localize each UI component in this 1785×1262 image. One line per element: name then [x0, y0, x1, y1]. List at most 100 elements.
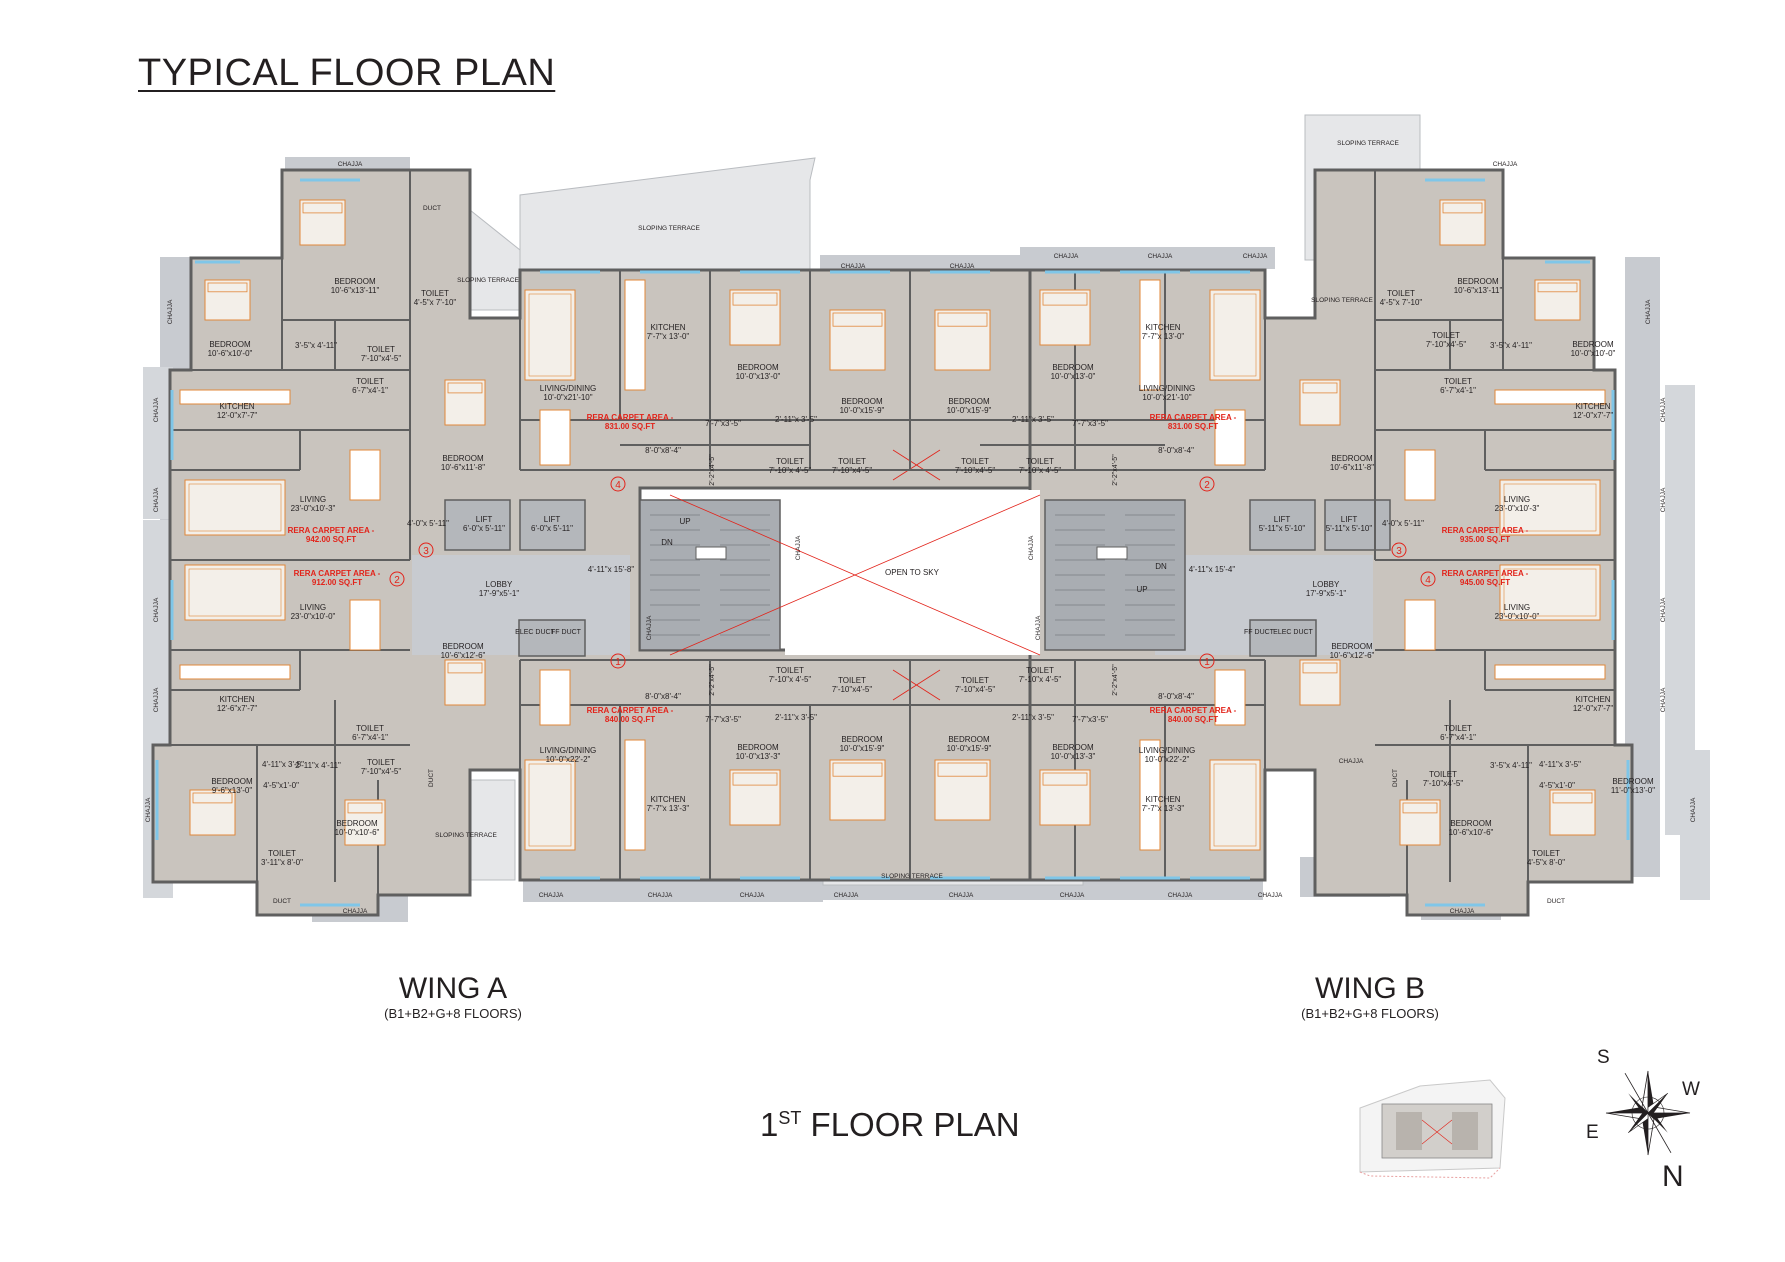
label-chajja-32: CHAJJA — [795, 535, 802, 560]
label-a-bed-3-name: BEDROOM — [442, 454, 484, 463]
label-a-lift2-name: LIFT — [544, 515, 561, 524]
rera-a4-label: RERA CARPET AREA - — [587, 413, 674, 422]
unit-a1-circle — [610, 653, 626, 669]
furniture-bed-b-bot — [1399, 799, 1441, 846]
label-a-bed-top-size: 10'-6"x13'-11" — [331, 286, 380, 295]
furniture-sofa-a-1-seat — [528, 763, 572, 847]
label-sloping-terrace-b-top: SLOPING TERRACE — [1337, 140, 1399, 147]
lift-b-1 — [1249, 499, 1316, 551]
unit-a2-number: 2 — [394, 575, 400, 586]
label-chajja-20: CHAJJA — [153, 487, 160, 512]
furniture-bed-b-1b — [934, 759, 991, 821]
label-a-toilet-4b-size: 7'-10"x4'-5" — [832, 466, 872, 475]
label-a-bed-2-size: 10'-6"x12'-6" — [441, 651, 486, 660]
rera-b2-label: RERA CARPET AREA - — [1150, 413, 1237, 422]
furniture-bed-b-4 — [1299, 659, 1341, 706]
label-a-toilet-bot-size: 3'-11"x 8'-0" — [261, 858, 303, 867]
chajja-left-upper — [143, 367, 173, 519]
label-a-bed-bot-size: 10'-0"x10'-6" — [335, 828, 380, 837]
floor-plan-label: 1ST FLOOR PLAN — [760, 1106, 1020, 1144]
lift-a-2 — [519, 499, 586, 551]
label-a-toilet-bl-size: 7'-10"x4'-5" — [361, 767, 401, 776]
rera-a1-label: RERA CARPET AREA - — [587, 706, 674, 715]
label-a-bed-1b-name: BEDROOM — [841, 735, 883, 744]
furniture-bed-a-4b-pillows — [832, 312, 883, 327]
furniture-bed-a-bl-pillows — [192, 792, 233, 804]
label-b-living-4-name: LIVING — [1504, 603, 1530, 612]
rera-b1-label: RERA CARPET AREA - — [1150, 706, 1237, 715]
label-chajja-13: CHAJJA — [1168, 892, 1193, 899]
unit-b1-number: 1 — [1204, 657, 1210, 668]
label-b-pass-br-size: 4'-11"x 3'-5" — [1539, 760, 1581, 769]
stair-a-well — [695, 546, 727, 560]
furniture-bed-b-2a-pillows — [1042, 292, 1088, 306]
label-b-toilet-2b-size: 7'-10"x4'-5" — [955, 466, 995, 475]
label-a-foyer-1-size: 8'-0"x8'-4" — [645, 692, 681, 701]
label-a-bed-4a-name: BEDROOM — [737, 363, 779, 372]
label-b-toilet-1a-name: TOILET — [1026, 666, 1054, 675]
label-chajja-2: CHAJJA — [950, 263, 975, 270]
label-a-pass-4b-size: 2'-11"x 3'-5" — [775, 415, 817, 424]
label-stair-b-dn: DN — [1155, 562, 1167, 571]
label-stair-b-up: UP — [1136, 585, 1147, 594]
label-duct-a-bot2: DUCT — [273, 898, 291, 905]
lift-a-1 — [444, 499, 511, 551]
label-b-pass-br3-size: 3'-5"x 4'-11" — [1490, 761, 1532, 770]
label-a-bed-4b-name: BEDROOM — [841, 397, 883, 406]
label-a-living-4-size: 10'-0"x21'-10" — [543, 393, 592, 402]
furniture-bed-a-2 — [444, 659, 486, 706]
label-b-toilet-br-name: TOILET — [1429, 770, 1457, 779]
furniture-bed-a-2-pillows — [447, 662, 483, 674]
label-b-toilet-br-size: 7'-10"x4'-5" — [1423, 779, 1463, 788]
label-lobby-a: LOBBY — [486, 580, 513, 589]
label-b-kitchen-1-size: 7'-7"x 13'-3" — [1142, 804, 1185, 813]
label-chajja-5: CHAJJA — [1243, 253, 1268, 260]
label-chajja-30: CHAJJA — [646, 615, 653, 640]
label-b-kitchen-2-size: 7'-7"x 13'-0" — [1142, 332, 1185, 341]
label-open-to-sky: OPEN TO SKY — [885, 568, 940, 577]
unit-a4-number: 4 — [615, 480, 621, 491]
rera-b3-label: RERA CARPET AREA - — [1442, 526, 1529, 535]
rera-a3-label: RERA CARPET AREA - — [288, 526, 375, 535]
label-b-kitchen-3-name: KITCHEN — [1575, 402, 1610, 411]
rera-b3-value: 935.00 SQ.FT — [1460, 535, 1510, 544]
label-a-bed-bot-name: BEDROOM — [336, 819, 378, 828]
label-b-bed-1a-name: BEDROOM — [1052, 743, 1094, 752]
label-b-bed-2a-name: BEDROOM — [1052, 363, 1094, 372]
floor-suffix: ST — [778, 1108, 802, 1128]
chajja-left-mid — [143, 520, 173, 750]
label-b-toilet-tr2-name: TOILET — [1444, 377, 1472, 386]
label-b-living-2-size: 10'-0"x21'-10" — [1142, 393, 1191, 402]
furniture-kitchen-b-4 — [1494, 664, 1606, 680]
label-chajja-1: CHAJJA — [841, 263, 866, 270]
label-b-pass-1b-size: 2'-11"x 3'-5" — [1012, 713, 1054, 722]
furniture-bed-a-1b — [829, 759, 886, 821]
label-a-living-2-size: 23'-0"x10'-0" — [291, 612, 336, 621]
unit-b3-number: 3 — [1396, 546, 1402, 557]
label-sloping-terrace-b-side: SLOPING TERRACE — [1311, 297, 1373, 304]
furniture-bed-b-tr — [1534, 279, 1581, 321]
label-a-toilet-tl2-name: TOILET — [356, 377, 384, 386]
furniture-bed-b-tr-pillows — [1537, 282, 1578, 293]
unit-a1-number: 1 — [615, 657, 621, 668]
label-b-bed-br-size: 11'-0"x13'-0" — [1611, 786, 1655, 795]
label-chajja-27: CHAJJA — [1660, 597, 1667, 622]
label-a-shaft-1: 2'-2"x4'-5" — [709, 664, 716, 696]
furniture-bed-a-bot — [344, 799, 386, 846]
label-b-kitchen-1-name: KITCHEN — [1145, 795, 1180, 804]
label-a-toilet-bot-name: TOILET — [268, 849, 296, 858]
furniture-sofa-b-4 — [1499, 564, 1601, 621]
label-a-toilet-4a-size: 7'-10"x 4'-5" — [769, 466, 812, 475]
label-sloping-terrace-center: SLOPING TERRACE — [881, 873, 943, 880]
rera-b4-value: 945.00 SQ.FT — [1460, 578, 1510, 587]
label-a-bed-top-name: BEDROOM — [334, 277, 376, 286]
label-b-kitchen-4-size: 12'-0"x7'-7" — [1573, 704, 1613, 713]
label-b-toilet-1b-size: 7'-10"x4'-5" — [955, 685, 995, 694]
floor-number: 1 — [760, 1106, 779, 1143]
label-b-bed-2a-size: 10'-0"x13'-0" — [1051, 372, 1096, 381]
label-chajja-25: CHAJJA — [1660, 397, 1667, 422]
label-b-bed-1a-size: 10'-0"x13'-3" — [1051, 752, 1096, 761]
label-a-bed-4b-size: 10'-0"x15'-9" — [840, 406, 885, 415]
label-b-living-1-name: LIVING/DINING — [1139, 746, 1195, 755]
unit-a2-circle — [389, 571, 405, 587]
